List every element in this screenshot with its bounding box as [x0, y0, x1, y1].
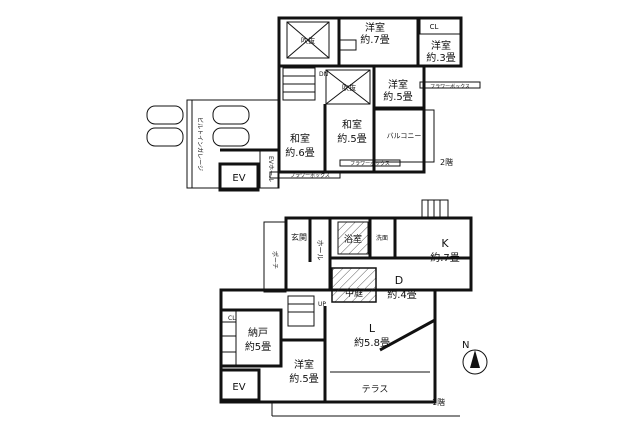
- living-name: L: [369, 322, 376, 335]
- stair1: [287, 295, 315, 327]
- compass: N: [462, 340, 488, 375]
- closet1-label: CL: [228, 315, 236, 322]
- wf-b-size: 約.3畳: [426, 51, 456, 64]
- wa-b-name: 和室: [342, 118, 362, 131]
- floor2-label: 2階: [440, 157, 453, 167]
- porch-label: ポーチ: [271, 251, 279, 269]
- ev2-label: EV: [232, 173, 245, 184]
- floor1-label: 1階: [432, 397, 445, 407]
- balcony-label: バルコニー: [387, 132, 422, 140]
- wf-c-size: 約.5畳: [383, 90, 413, 103]
- terrace-label: テラス: [362, 384, 389, 395]
- floor2-plan: [146, 16, 481, 192]
- ev2-box: [218, 162, 260, 192]
- wf-b-name: 洋室: [431, 39, 451, 52]
- garage-outline: [186, 99, 280, 189]
- storage-name: 納戸: [248, 326, 268, 339]
- kitchen-size: 約.7畳: [430, 251, 460, 264]
- living-size: 約5.8畳: [354, 336, 390, 349]
- ev1-box: [219, 368, 261, 402]
- flowerbox-c-label: フラワーボックス: [290, 172, 330, 179]
- bath-box: [337, 221, 369, 255]
- closet2-label: CL: [430, 23, 439, 31]
- wa-b-size: 約.5畳: [337, 132, 367, 145]
- storage-box: [219, 308, 283, 368]
- flowerbox-b-rect: [339, 159, 401, 167]
- compass-label: N: [462, 340, 469, 351]
- wf1-name: 洋室: [294, 358, 314, 371]
- ev-hall-label: EVホール: [267, 156, 274, 182]
- stair1-label: UP: [318, 301, 326, 308]
- flowerbox-c-rect: [269, 171, 341, 179]
- kitchen-name: K: [441, 237, 449, 250]
- floor1-plan: [219, 199, 473, 417]
- stair2-label: DN: [319, 71, 328, 78]
- flowerbox-a-rect: [419, 81, 481, 89]
- wa-a-name: 和室: [290, 132, 310, 145]
- flowerbox-a-label: フラワーボックス: [430, 83, 470, 90]
- north-arrow-icon: [470, 350, 480, 368]
- entrance-label-1: 玄関: [291, 232, 307, 242]
- courtyard-label: 中庭: [345, 287, 363, 299]
- wf-a-name: 洋室: [365, 21, 385, 34]
- wf-c-name: 洋室: [388, 78, 408, 91]
- bath-label: 浴室: [344, 233, 362, 245]
- porch-box: [263, 221, 287, 293]
- storage-size: 約5畳: [245, 340, 271, 353]
- wa-a-size: 約.6畳: [285, 146, 315, 159]
- courtyard-box: [331, 267, 377, 303]
- wf1-size: 約.5畳: [289, 372, 319, 385]
- wf-a-size: 約.7畳: [360, 33, 390, 46]
- flowerbox-b-label: フラワーボックス: [350, 160, 390, 167]
- fukinuke-a-box: [286, 21, 330, 59]
- hall-label: ホール: [316, 240, 324, 261]
- ev1-label: EV: [232, 382, 245, 393]
- exterior-stair: [421, 199, 449, 219]
- fukinuke-b-box: [325, 69, 371, 105]
- fukinuke-b-label: 吹抜: [342, 83, 356, 92]
- balcony-outline: [373, 109, 435, 163]
- garage-label: ビルトインガレージ: [196, 117, 204, 171]
- car-icons: [146, 105, 250, 147]
- dining-size: 約.4畳: [387, 288, 417, 301]
- dining-name: D: [395, 274, 403, 287]
- fukinuke-a-label: 吹抜: [301, 36, 315, 45]
- washroom-label: 洗面: [376, 234, 388, 242]
- ev-hall-box: [259, 149, 279, 189]
